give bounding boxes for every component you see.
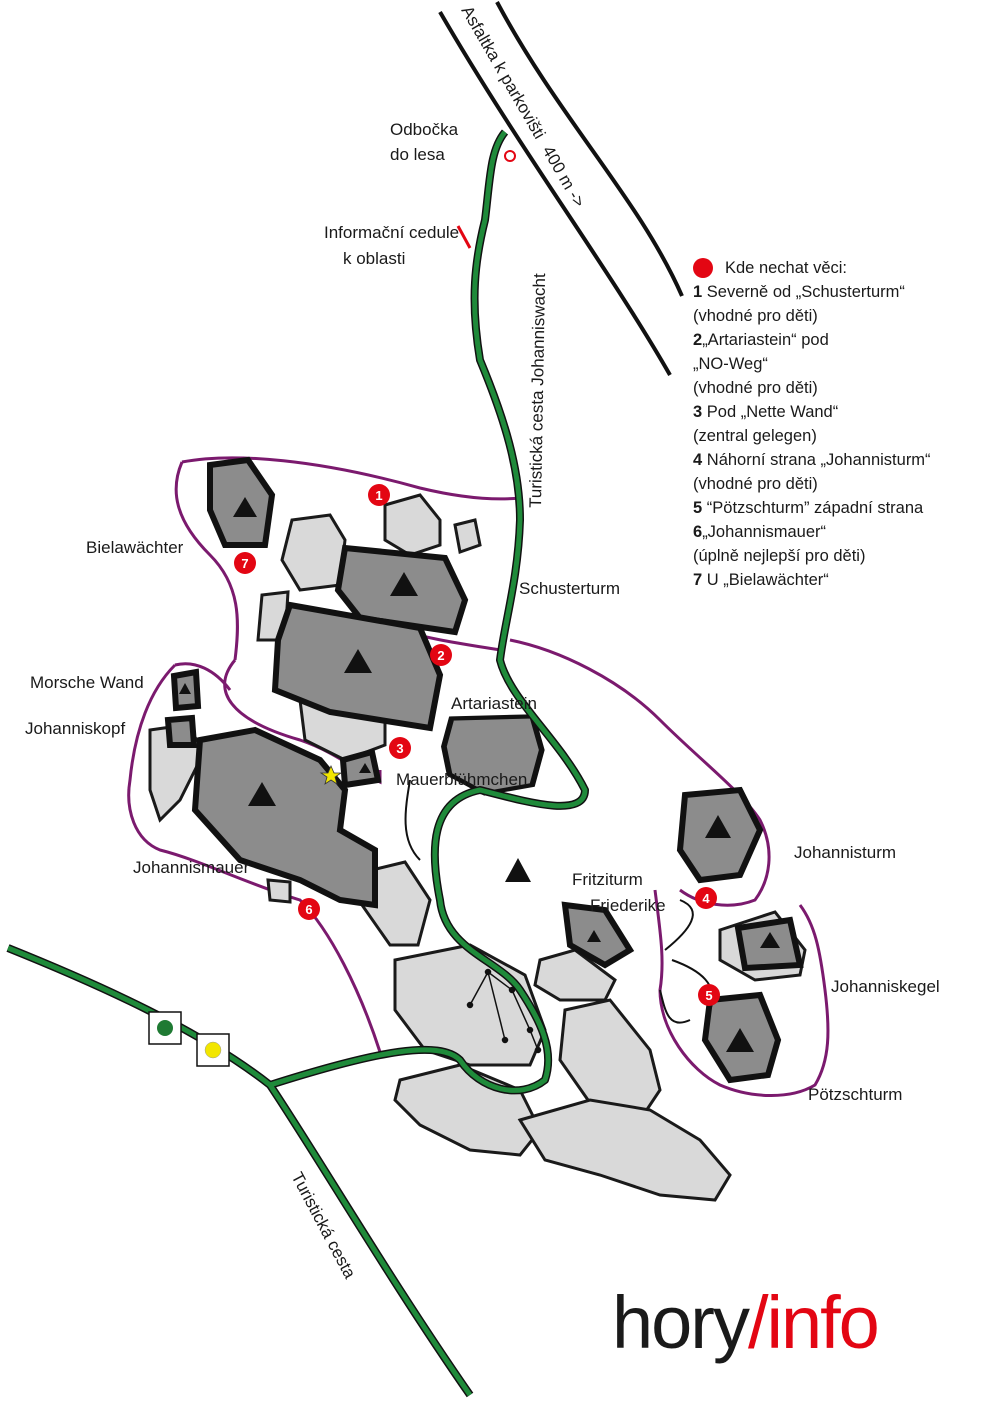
legend-item-text: Náhorní strana „Johannisturm“ [706, 451, 931, 469]
logo-part1: hory [612, 1281, 750, 1364]
legend-item-1: 1 Severně od „Schusterturm“ [693, 280, 998, 304]
forest-turnoff-marker [504, 150, 516, 162]
legend: Kde nechat věci: 1 Severně od „Schustert… [693, 256, 998, 592]
logo-part2: info [766, 1281, 880, 1364]
trail-marker-yellow [196, 1033, 230, 1067]
asphalt-road [438, 1, 684, 376]
label-mauerbluhmchen: Mauerblühmchen [396, 770, 527, 789]
label-johannismauer: Johannismauer [133, 858, 250, 877]
marker-7-label: 7 [241, 556, 248, 571]
marker-4[interactable]: 4 [695, 887, 717, 909]
legend-item-text: “Pötzschturm” západní strana [706, 499, 924, 517]
asphalt-road-label: Asfaltka k parkovišti [458, 3, 550, 143]
star-icon [319, 764, 343, 785]
info-board-label-2: k oblasti [343, 249, 405, 268]
route-network [466, 968, 542, 1054]
legend-item-4: 4 Náhorní strana „Johannisturm“ [693, 448, 998, 472]
marker-1-label: 1 [375, 488, 382, 503]
forest-turnoff-label-1: Odbočka [390, 120, 459, 139]
label-fritziturm: Fritziturm [572, 870, 643, 889]
legend-item-1-note: (vhodné pro děti) [693, 307, 818, 325]
marker-6-label: 6 [305, 902, 312, 917]
forest-turnoff-label-2: do lesa [390, 145, 445, 164]
legend-item-text: U „Bielawächter“ [706, 571, 829, 589]
legend-item-text: „Artariastein“ pod [702, 331, 829, 349]
marker-2[interactable]: 2 [430, 644, 452, 666]
legend-item-2-note: (vhodné pro děti) [693, 379, 818, 397]
legend-item-6-note: (úplně nejlepší pro děti) [693, 547, 866, 565]
legend-title-row: Kde nechat věci: [693, 256, 998, 280]
legend-item-2: 2„Artariastein“ pod [693, 328, 998, 352]
legend-item-num: 7 [693, 571, 703, 589]
legend-item-num: 4 [693, 451, 703, 469]
label-johanniskegel: Johanniskegel [831, 977, 940, 996]
legend-item-3: 3 Pod „Nette Wand“ [693, 400, 998, 424]
legend-item-num: 3 [693, 403, 703, 421]
label-bielawachter: Bielawächter [86, 538, 184, 557]
marker-2-label: 2 [437, 648, 444, 663]
legend-item-num: 2 [693, 331, 703, 349]
logo-slash: / [747, 1281, 769, 1364]
label-artariastein: Artariastein [451, 694, 537, 713]
legend-item-text: „Johannismauer“ [702, 523, 826, 541]
marker-3-label: 3 [396, 741, 403, 756]
legend-item-6: 6„Johannismauer“ [693, 520, 998, 544]
marker-3[interactable]: 3 [389, 737, 411, 759]
legend-item-5: 5 “Pötzschturm” západní strana [693, 496, 998, 520]
legend-item-text: Severně od „Schusterturm“ [706, 283, 905, 301]
label-friederike: Friederike [590, 896, 666, 915]
marker-5-label: 5 [705, 988, 712, 1003]
light-rocks [148, 493, 807, 1202]
legend-item-2-line2: „NO-Weg“ [693, 355, 768, 373]
label-johannisturm: Johannisturm [794, 843, 896, 862]
label-morsche-wand: Morsche Wand [30, 673, 144, 692]
summit-triangles [179, 497, 780, 1052]
label-johanniskopf: Johanniskopf [25, 719, 125, 738]
distance-label: 400 m -> [539, 143, 589, 211]
legend-item-text: Pod „Nette Wand“ [706, 403, 839, 421]
marker-5[interactable]: 5 [698, 984, 720, 1006]
marker-1[interactable]: 1 [368, 484, 390, 506]
label-schusterturm: Schusterturm [519, 579, 620, 598]
trail-main-label: Turistická cesta [287, 1169, 359, 1282]
legend-item-num: 5 [693, 499, 703, 517]
label-potzschturm: Pötzschturm [808, 1085, 902, 1104]
marker-7[interactable]: 7 [234, 552, 256, 574]
legend-item-3-note: (zentral gelegen) [693, 427, 817, 445]
legend-item-7: 7 U „Bielawächter“ [693, 568, 998, 592]
trails-fill [7, 130, 588, 1397]
trail-marker-green [148, 1011, 182, 1045]
legend-title: Kde nechat věci: [725, 259, 847, 277]
info-board-marker [456, 225, 472, 249]
legend-item-num: 6 [693, 523, 703, 541]
marker-6[interactable]: 6 [298, 898, 320, 920]
legend-item-4-note: (vhodné pro děti) [693, 475, 818, 493]
legend-item-num: 1 [693, 283, 703, 301]
hory-info-logo: hory/info [612, 1286, 880, 1360]
red-dot-icon [693, 258, 713, 278]
info-board-label-1: Informační cedule [324, 223, 459, 242]
trail-johanniswacht-label: Turistická cesta Johanniswacht [526, 273, 549, 508]
marker-4-label: 4 [702, 891, 710, 906]
